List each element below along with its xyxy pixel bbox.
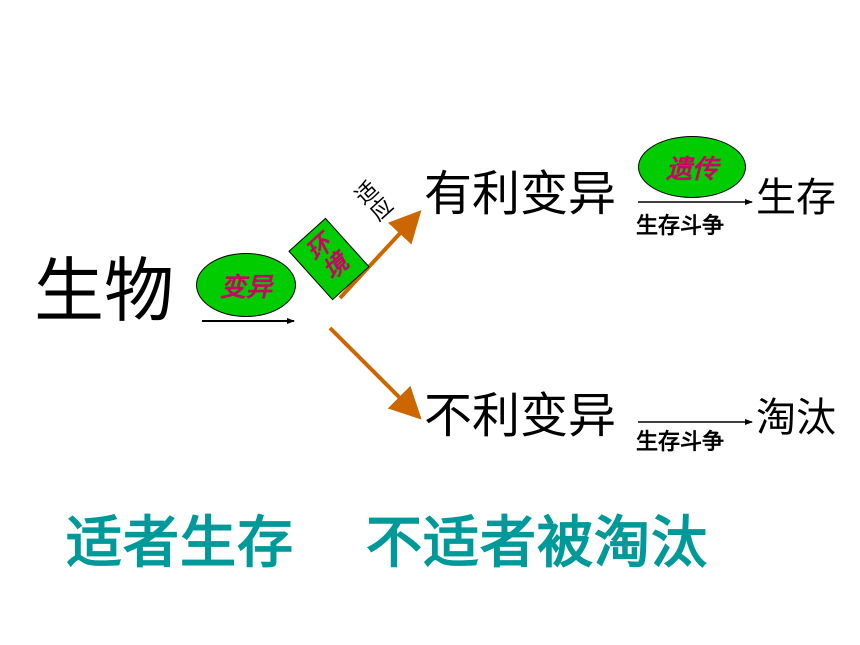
unfavorable-outcome: 淘汰 bbox=[756, 395, 836, 441]
unfavorable-struggle-label: 生存斗争 bbox=[636, 430, 725, 455]
variation-bubble-text: 变异 bbox=[219, 272, 272, 303]
favorable-label: 有利变异 bbox=[424, 166, 617, 222]
favorable-arrow bbox=[338, 210, 422, 300]
conclusion-part2: 不适者被淘汰 bbox=[366, 511, 708, 576]
heredity-bubble: 遗传 bbox=[638, 136, 746, 198]
heredity-bubble-text: 遗传 bbox=[665, 154, 718, 185]
conclusion-part1: 适者生存 bbox=[66, 511, 294, 576]
favorable-outcome: 生存 bbox=[756, 175, 836, 221]
favorable-struggle-label: 生存斗争 bbox=[636, 214, 725, 239]
organism-label: 生物 bbox=[34, 250, 174, 332]
variation-bubble: 变异 bbox=[196, 253, 296, 317]
unfavorable-arrow bbox=[328, 326, 422, 420]
unfavorable-label: 不利变异 bbox=[424, 388, 617, 444]
